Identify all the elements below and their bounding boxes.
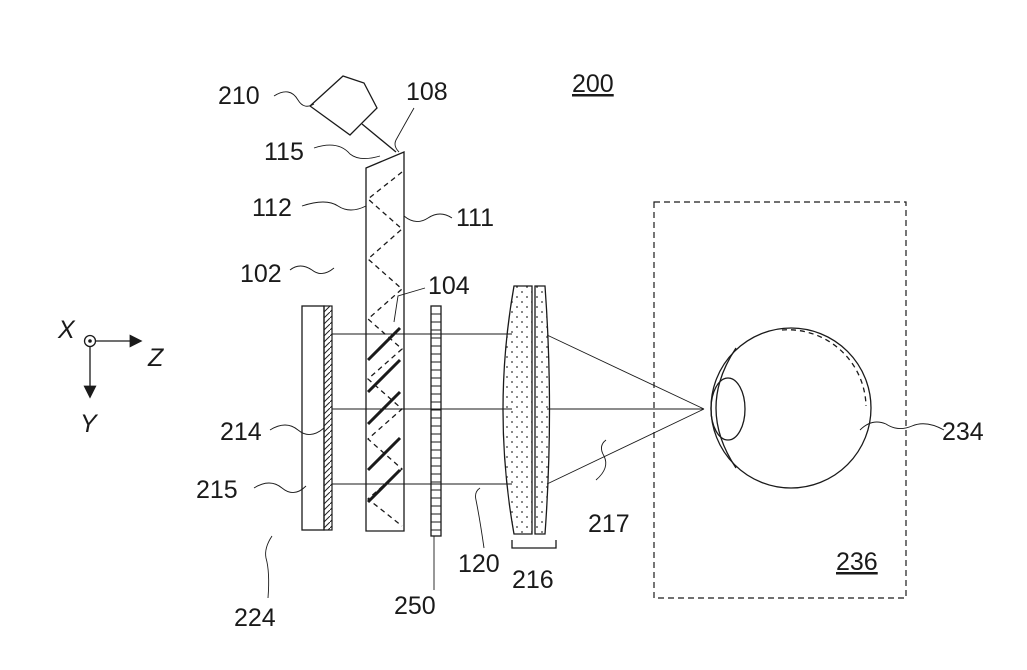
coordinate-axes [83,334,143,399]
projector-210 [308,75,397,153]
axis-z-label: Z [147,344,164,372]
surface-left-label: 112 [252,194,292,222]
polarizer-label: 215 [196,476,238,504]
waveguide-102 [365,151,405,532]
lens-group-216 [502,285,557,549]
axis-x-label: X [57,316,76,344]
reflectors-label: 104 [428,272,470,300]
projector-label: 210 [218,82,260,110]
beam-120-rays [332,333,512,485]
waveguide-label: 102 [240,260,282,288]
eye-label: 234 [942,418,984,446]
cone-label: 217 [588,510,630,538]
lens-group-label: 216 [512,566,554,594]
coupler-label: 115 [264,138,304,166]
eye-234 [710,327,872,489]
out-end-label: 108 [406,78,448,106]
grating-250 [430,305,442,537]
surface-right-label: 111 [456,204,494,232]
grating-label: 250 [394,592,436,620]
converging-cone-217 [546,334,705,485]
retarder-label: 214 [220,418,262,446]
leader-lines [253,91,945,599]
polarizer-assembly-224 [301,305,333,531]
eyebox-label: 236 [836,548,878,576]
figure-number-label: 200 [572,70,614,98]
axis-y-label: Y [80,410,99,438]
eyebox-236 [653,201,907,599]
assembly-label: 224 [234,604,276,632]
beam-label: 120 [458,550,500,578]
